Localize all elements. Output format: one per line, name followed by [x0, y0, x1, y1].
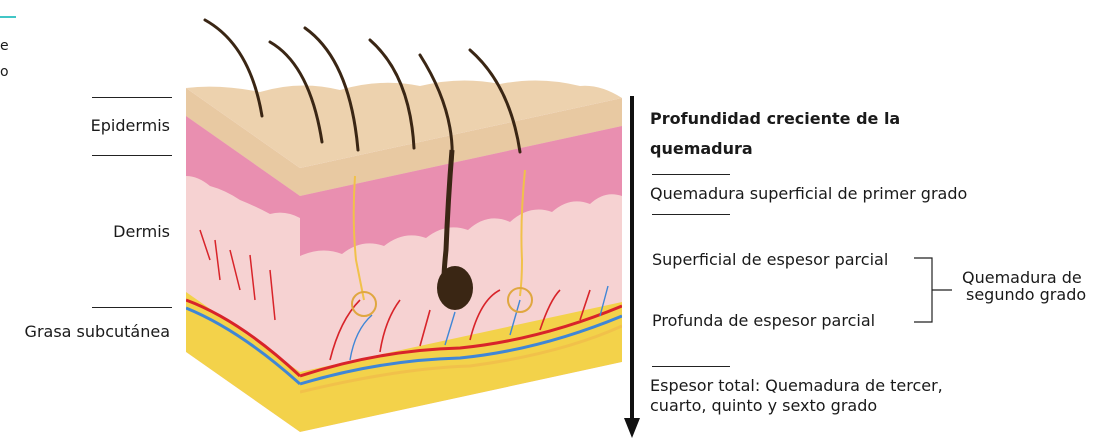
full-thickness-label-line2: cuarto, quinto y sexto grado — [650, 396, 877, 416]
deep-partial-label: Profunda de espesor parcial — [652, 311, 875, 331]
second-degree-label-line2: segundo grado — [966, 285, 1086, 305]
first-degree-rule-top — [652, 174, 730, 175]
superficial-partial-label: Superficial de espesor parcial — [652, 250, 888, 270]
first-degree-rule-bottom — [652, 214, 730, 215]
layer-label-dermis: Dermis — [60, 222, 170, 242]
layer-label-subcutaneous: Grasa subcutánea — [10, 322, 170, 342]
full-thickness-label-line1: Espesor total: Quemadura de tercer, — [650, 376, 943, 396]
subcutaneous-rule-top — [92, 307, 172, 308]
full-thickness-rule-top — [652, 366, 730, 367]
depth-title: Profundidad creciente de la quemadura — [650, 104, 920, 164]
epidermis-rule-bottom — [92, 155, 172, 156]
layer-label-epidermis: Epidermis — [60, 116, 170, 136]
second-degree-bracket — [912, 250, 962, 330]
epidermis-rule-top — [92, 97, 172, 98]
depth-arrow — [622, 96, 642, 439]
first-degree-label: Quemadura superficial de primer grado — [650, 184, 967, 204]
